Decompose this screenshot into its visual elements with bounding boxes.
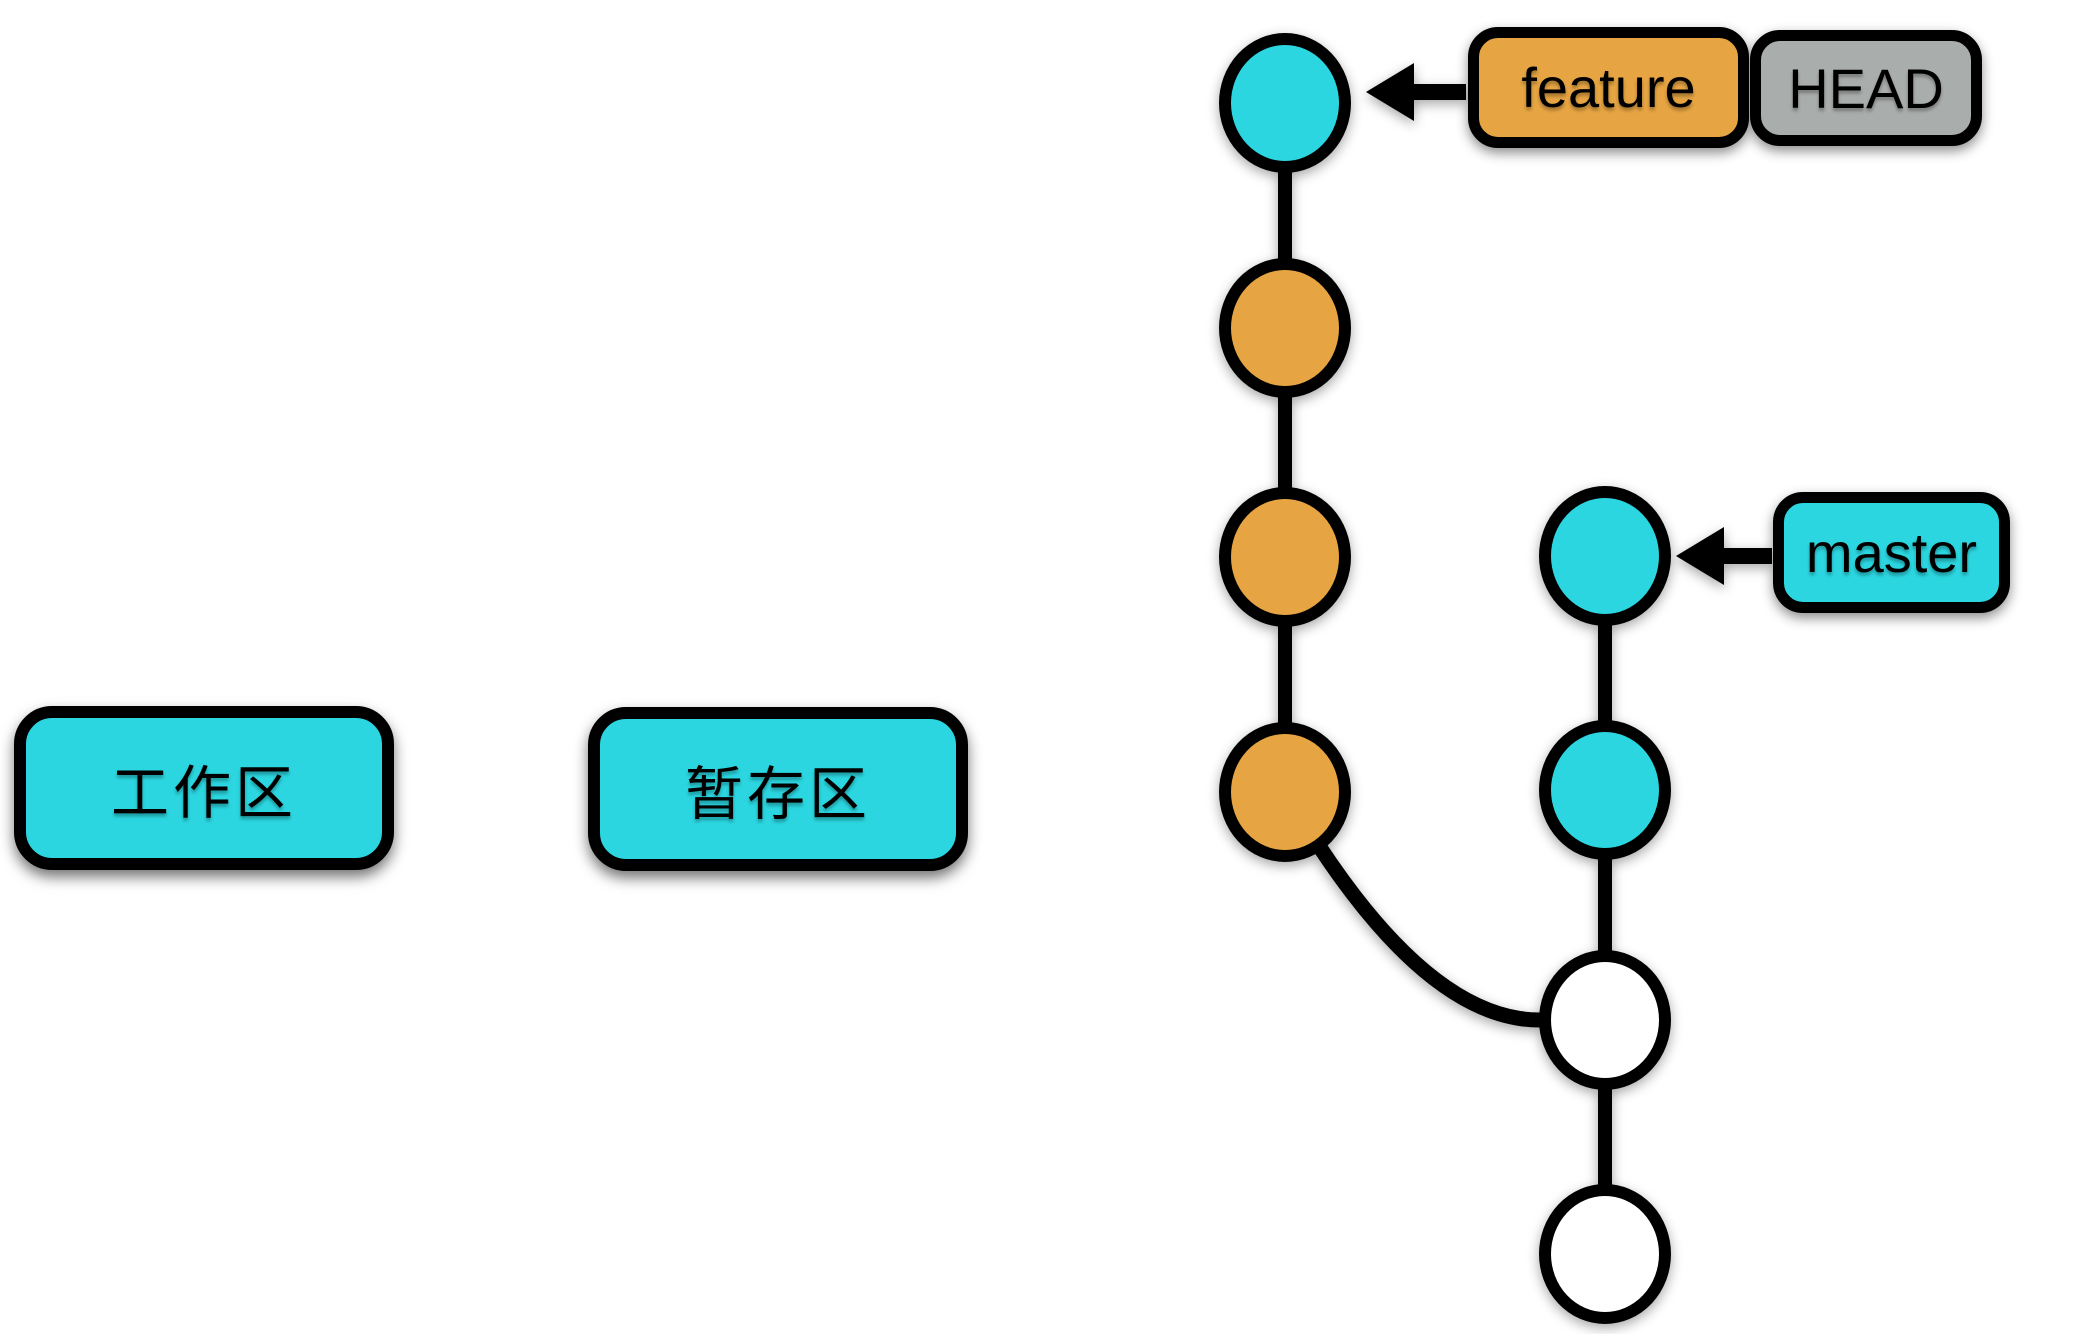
commit-node-master-1 — [1539, 486, 1671, 626]
head-ref-label: HEAD — [1788, 56, 1944, 120]
commit-node-feature-4 — [1219, 722, 1351, 862]
feature-pointer-arrow-icon — [1366, 63, 1466, 121]
commit-node-feature-2 — [1219, 258, 1351, 398]
commit-node-master-3 — [1539, 950, 1671, 1090]
commit-node-master-2 — [1539, 720, 1671, 860]
merge-base-curve — [1311, 838, 1550, 1028]
staging-area-box: 暂存区 — [588, 707, 968, 871]
feature-ref-label: feature — [1521, 56, 1696, 119]
workspace-box: 工作区 — [14, 706, 394, 870]
master-pointer-arrow-icon — [1676, 527, 1772, 585]
staging-area-label: 暂存区 — [684, 762, 871, 827]
master-ref-box: master — [1773, 492, 2010, 613]
master-ref-label: master — [1805, 521, 1978, 584]
head-ref-box: HEAD — [1750, 30, 1982, 146]
feature-ref-box: feature — [1468, 27, 1749, 148]
commit-node-feature-3 — [1219, 487, 1351, 627]
commit-node-feature-1 — [1219, 33, 1351, 173]
workspace-label: 工作区 — [110, 761, 297, 826]
commit-node-master-4 — [1539, 1184, 1671, 1324]
